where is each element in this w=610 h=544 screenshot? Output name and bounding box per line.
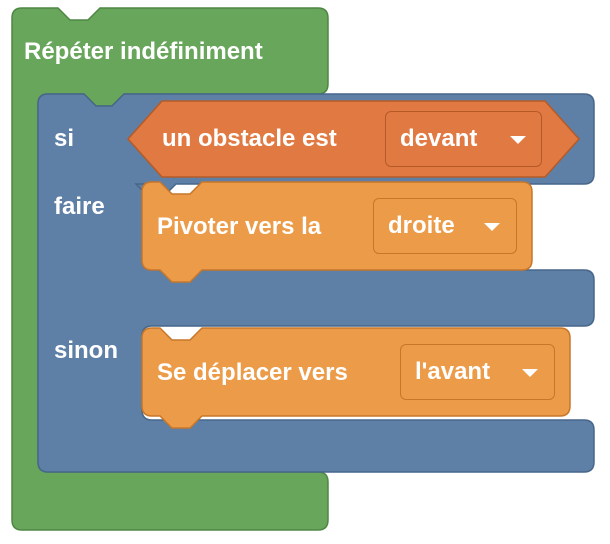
direction-dropdown-value: devant <box>400 125 478 152</box>
turn-direction-dropdown-value: droite <box>388 212 455 239</box>
move-direction-dropdown[interactable]: l'avant <box>400 344 555 400</box>
condition-label: un obstacle est <box>162 125 337 152</box>
if-label: si <box>54 125 75 152</box>
caret-down-icon <box>522 369 538 377</box>
move-label: Se déplacer vers <box>157 359 348 386</box>
do-label: faire <box>54 193 105 220</box>
turn-label: Pivoter vers la <box>157 213 322 240</box>
forever-label: Répéter indéfiniment <box>24 38 263 65</box>
turn-direction-dropdown[interactable]: droite <box>373 198 517 254</box>
if-else-block[interactable] <box>37 93 595 473</box>
caret-down-icon <box>510 136 526 144</box>
direction-dropdown[interactable]: devant <box>385 111 542 167</box>
caret-down-icon <box>484 223 500 231</box>
else-label: sinon <box>54 337 118 364</box>
move-direction-dropdown-value: l'avant <box>415 358 491 385</box>
